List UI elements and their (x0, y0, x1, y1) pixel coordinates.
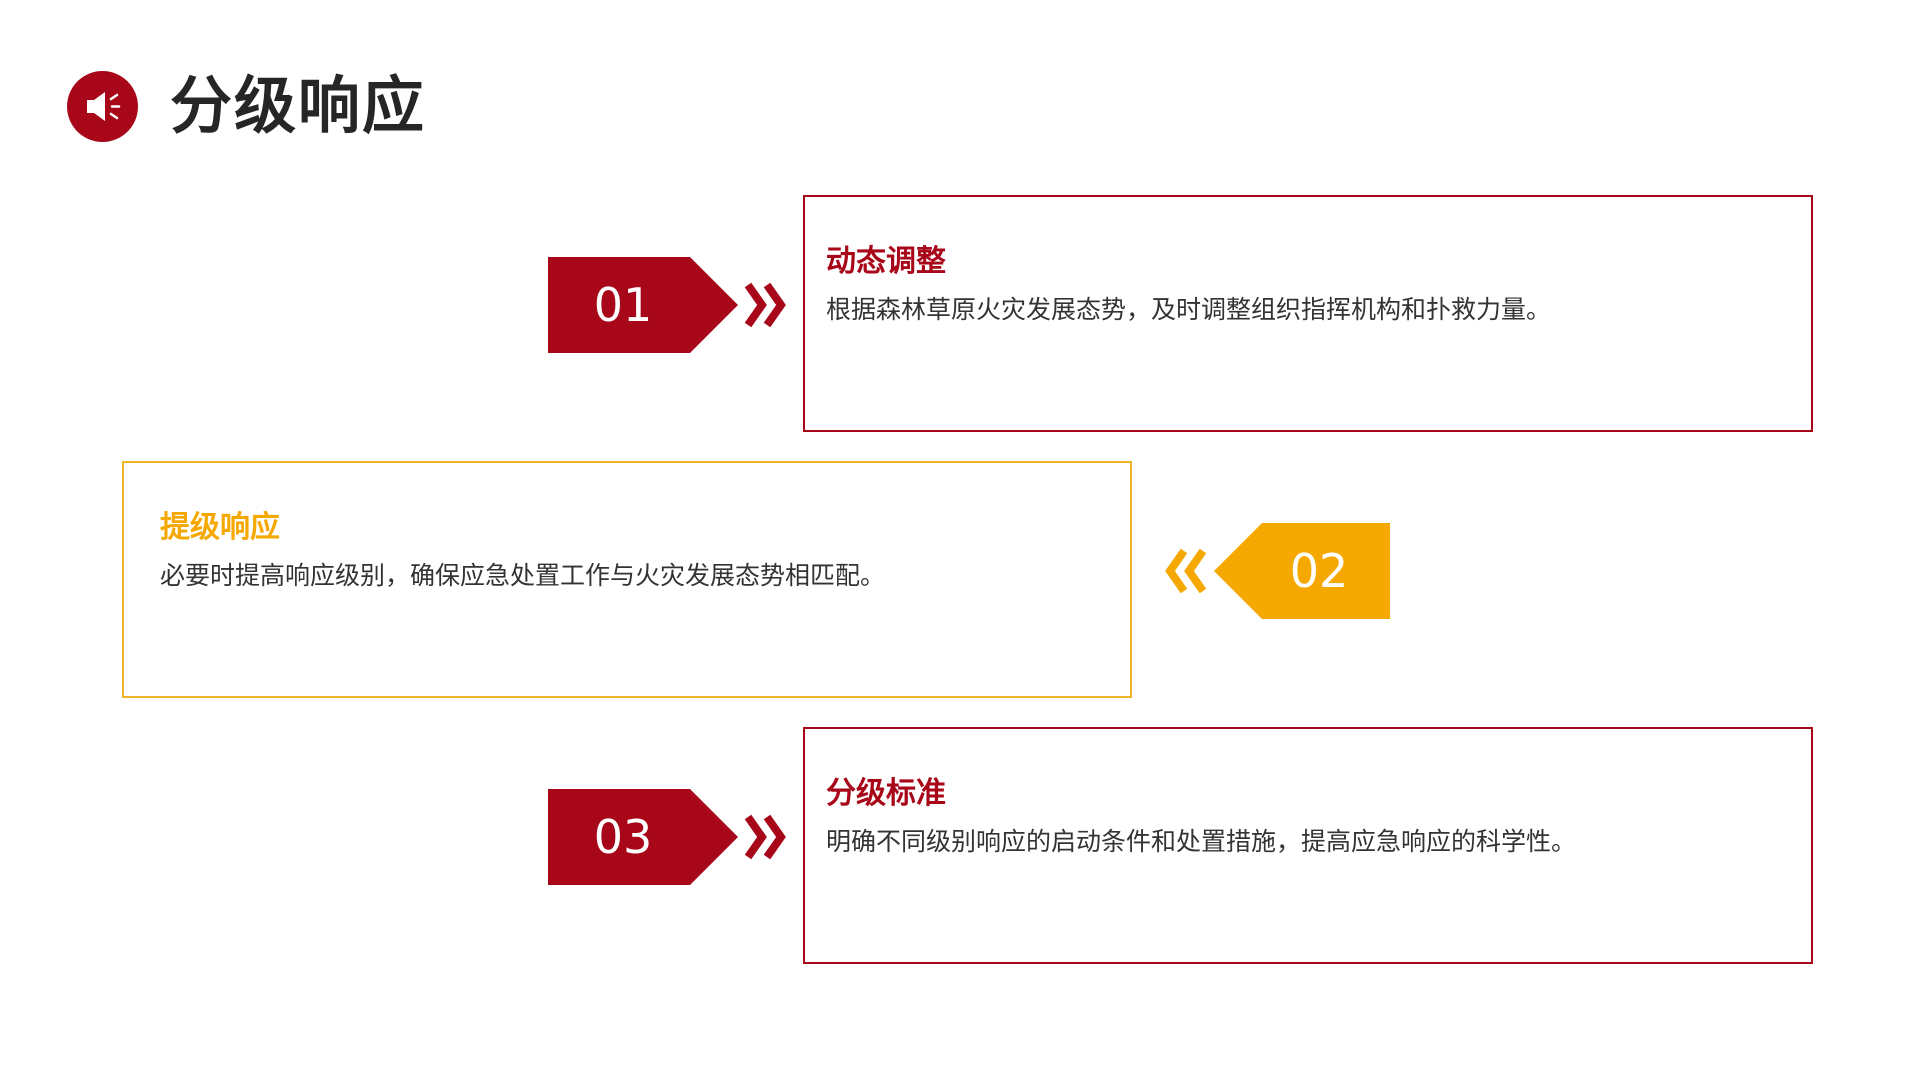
step-badge-02: 02 (1146, 523, 1406, 619)
page-title: 分级响应 (170, 69, 427, 142)
step-description: 明确不同级别响应的启动条件和处置措施，提高应急响应的科学性。 (826, 827, 1577, 856)
step-card-01: 动态调整 根据森林草原火灾发展态势，及时调整组织指挥机构和扑救力量。 (803, 195, 1813, 432)
step-number: 02 (1289, 544, 1349, 598)
step-card-03: 分级标准 明确不同级别响应的启动条件和处置措施，提高应急响应的科学性。 (803, 727, 1813, 964)
step-card-02: 提级响应 必要时提高响应级别，确保应急处置工作与火灾发展态势相匹配。 (122, 461, 1132, 698)
step-number: 03 (593, 810, 653, 864)
step-badge-01: 01 (548, 257, 808, 353)
megaphone-icon (67, 71, 138, 142)
step-number: 01 (593, 278, 653, 332)
step-badge-03: 03 (548, 789, 808, 885)
step-title: 分级标准 (826, 776, 946, 811)
step-description: 必要时提高响应级别，确保应急处置工作与火灾发展态势相匹配。 (160, 561, 886, 590)
step-title: 提级响应 (160, 510, 280, 545)
step-title: 动态调整 (826, 244, 946, 279)
step-description: 根据森林草原火灾发展态势，及时调整组织指挥机构和扑救力量。 (826, 295, 1552, 324)
